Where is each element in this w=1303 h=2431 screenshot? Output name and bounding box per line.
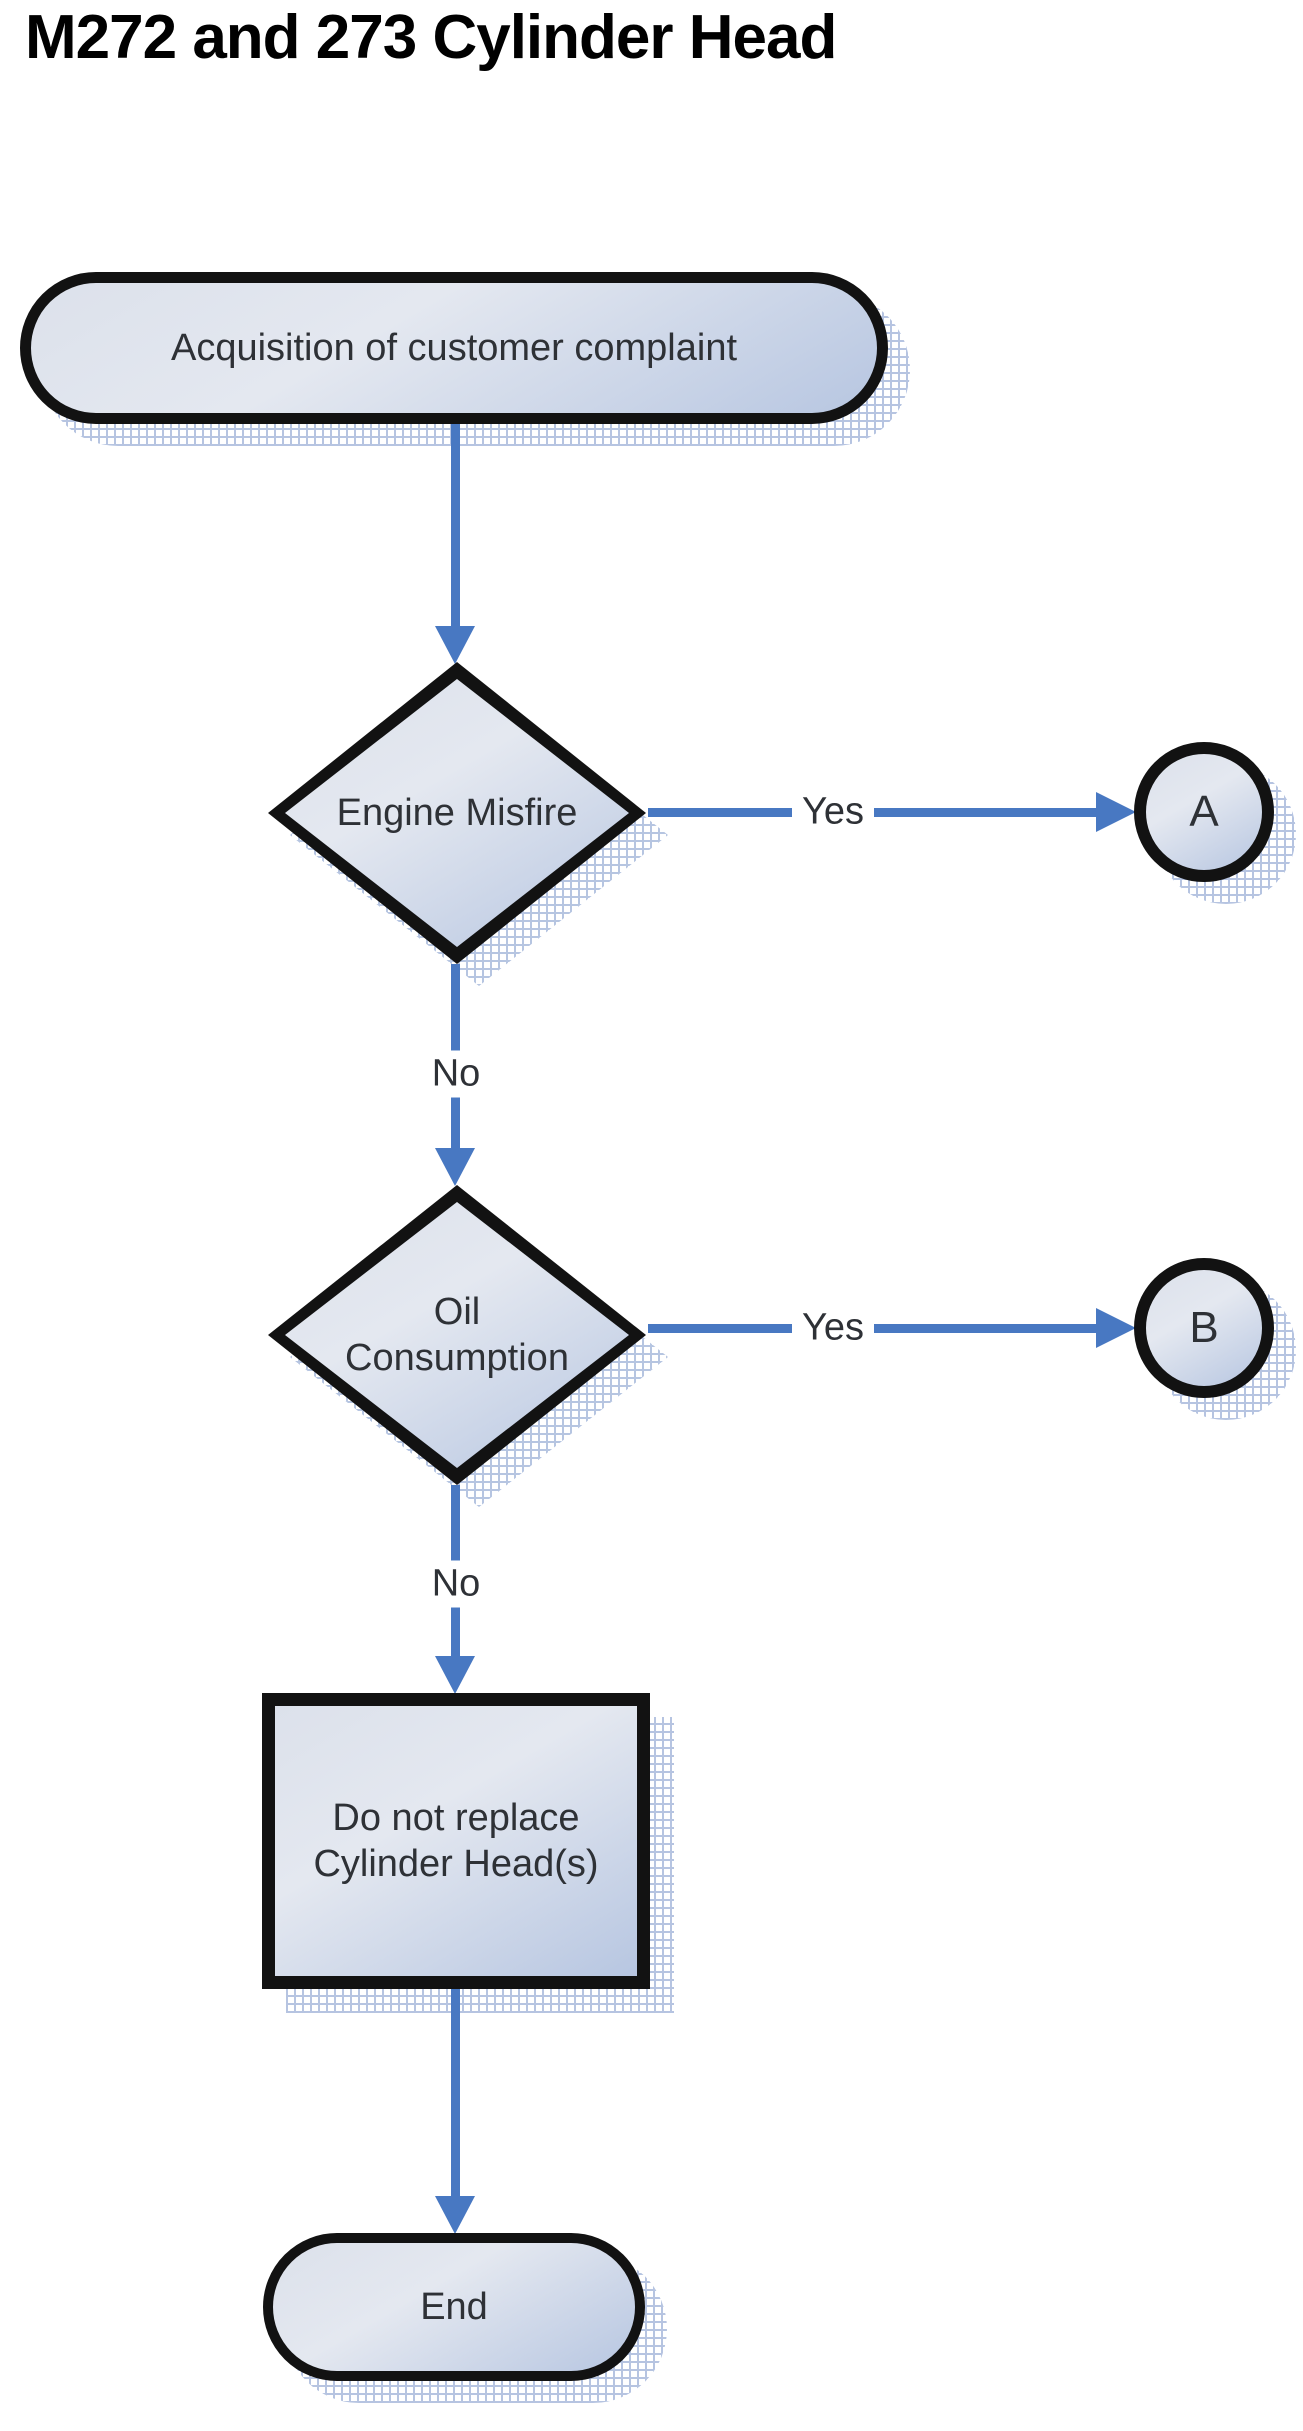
- arrowhead-right-icon: [1096, 792, 1136, 832]
- edge-label-oil-yes: Yes: [792, 1304, 874, 1352]
- page-title: M272 and 273 Cylinder Head: [25, 3, 837, 72]
- node-decision-oil-consumption: Oil Consumption: [268, 1185, 646, 1485]
- node-do-not-replace-label: Do not replace Cylinder Head(s): [313, 1796, 599, 1885]
- node-start-terminator: Acquisition of customer complaint: [20, 272, 888, 424]
- node-decision-engine-misfire: Engine Misfire: [268, 662, 646, 964]
- arrowhead-down-icon: [435, 626, 475, 664]
- node-end-label: End: [420, 2285, 488, 2328]
- arrowhead-down-icon: [435, 2196, 475, 2234]
- node-connector-a: A: [1134, 742, 1274, 882]
- arrowhead-right-icon: [1096, 1308, 1136, 1348]
- node-connector-b-label: B: [1189, 1303, 1219, 1353]
- node-connector-b: B: [1134, 1258, 1274, 1398]
- node-end-terminator: End: [263, 2233, 645, 2381]
- node-engine-misfire-label: Engine Misfire: [336, 791, 578, 834]
- edge-label-oil-no: No: [421, 1560, 491, 1608]
- node-oil-consumption-label: Oil Consumption: [345, 1290, 569, 1379]
- edge-start-to-engine-line: [451, 424, 460, 626]
- arrowhead-down-icon: [435, 1148, 475, 1186]
- node-process-do-not-replace: Do not replace Cylinder Head(s): [262, 1693, 650, 1989]
- node-connector-a-label: A: [1189, 787, 1219, 837]
- arrowhead-down-icon: [435, 1656, 475, 1694]
- edge-label-engine-no: No: [421, 1050, 491, 1098]
- edge-process-to-end-line: [451, 1989, 460, 2196]
- edge-label-engine-yes: Yes: [792, 788, 874, 836]
- node-start-label: Acquisition of customer complaint: [170, 326, 738, 369]
